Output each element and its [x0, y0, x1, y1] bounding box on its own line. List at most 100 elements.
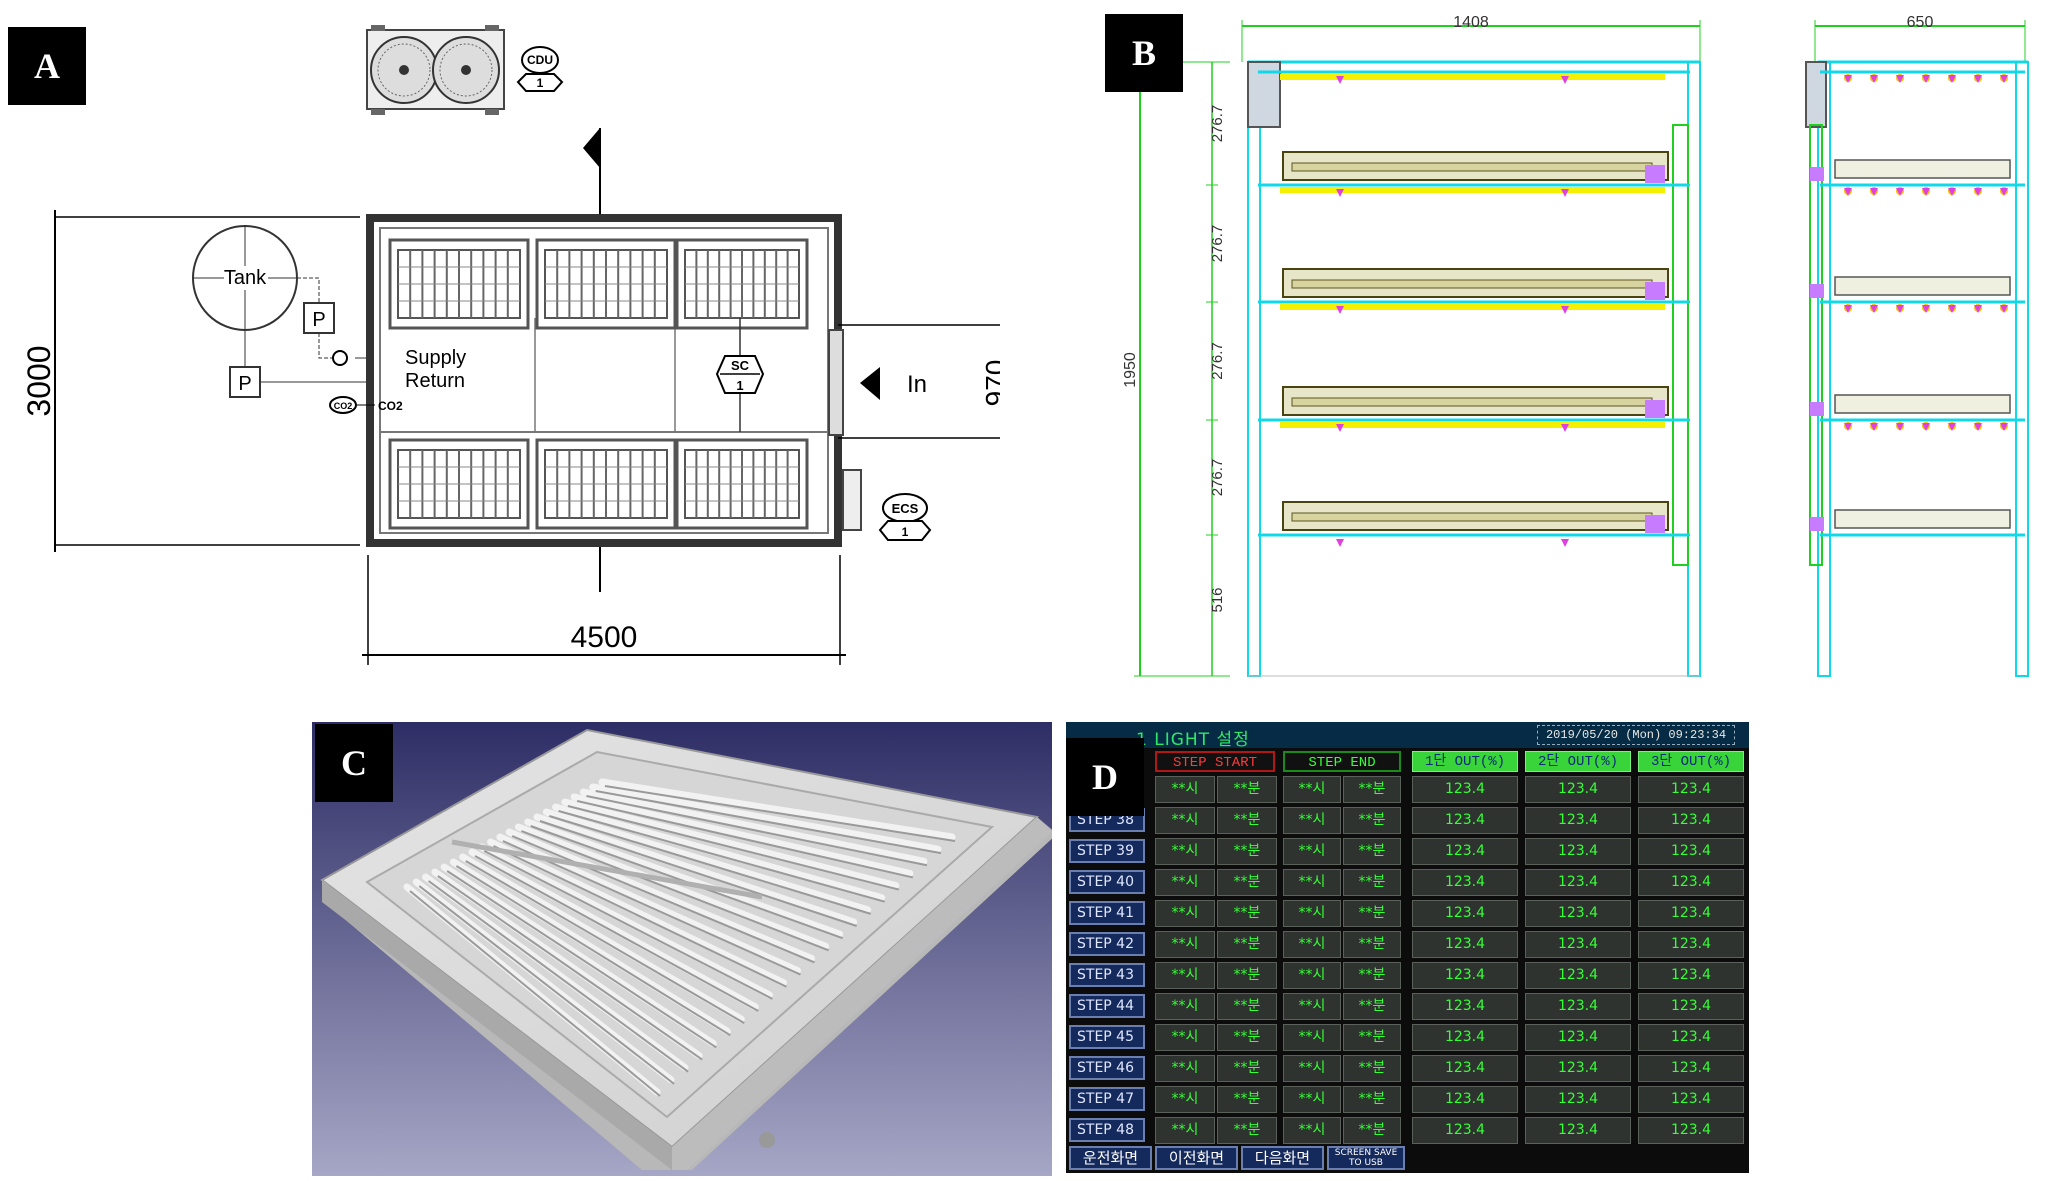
time-input[interactable]: **시: [1155, 1024, 1215, 1051]
screen-save-usb-button[interactable]: SCREEN SAVE TO USB: [1327, 1146, 1405, 1170]
time-input[interactable]: **분: [1217, 931, 1277, 958]
time-input[interactable]: **분: [1343, 776, 1401, 803]
time-input[interactable]: **분: [1217, 962, 1277, 989]
time-input[interactable]: **시: [1283, 900, 1341, 927]
time-input[interactable]: **분: [1217, 838, 1277, 865]
time-input[interactable]: **분: [1343, 962, 1401, 989]
time-input[interactable]: **시: [1283, 1117, 1341, 1144]
output-value-input[interactable]: 123.4: [1638, 869, 1744, 896]
time-input[interactable]: **시: [1283, 993, 1341, 1020]
output-value-input[interactable]: 123.4: [1412, 931, 1518, 958]
time-input[interactable]: **분: [1343, 807, 1401, 834]
output-value-input[interactable]: 123.4: [1525, 807, 1631, 834]
time-input[interactable]: **분: [1343, 1055, 1401, 1082]
output-value-input[interactable]: 123.4: [1525, 931, 1631, 958]
step-button[interactable]: STEP 43: [1069, 963, 1145, 987]
output-value-input[interactable]: 123.4: [1412, 838, 1518, 865]
output-value-input[interactable]: 123.4: [1525, 776, 1631, 803]
step-button[interactable]: STEP 47: [1069, 1087, 1145, 1111]
time-input[interactable]: **분: [1217, 807, 1277, 834]
time-input[interactable]: **분: [1217, 1055, 1277, 1082]
time-input[interactable]: **분: [1343, 1086, 1401, 1113]
output-value-input[interactable]: 123.4: [1525, 1024, 1631, 1051]
output-value-input[interactable]: 123.4: [1525, 993, 1631, 1020]
time-input[interactable]: **분: [1343, 838, 1401, 865]
time-input[interactable]: **시: [1155, 838, 1215, 865]
output-value-input[interactable]: 123.4: [1638, 900, 1744, 927]
time-input[interactable]: **분: [1343, 1117, 1401, 1144]
output-value-input[interactable]: 123.4: [1412, 869, 1518, 896]
time-input[interactable]: **시: [1155, 962, 1215, 989]
output-value-input[interactable]: 123.4: [1412, 993, 1518, 1020]
time-input[interactable]: **시: [1283, 931, 1341, 958]
time-input[interactable]: **분: [1343, 931, 1401, 958]
output-value-input[interactable]: 123.4: [1525, 838, 1631, 865]
time-input[interactable]: **시: [1155, 931, 1215, 958]
step-button[interactable]: STEP 40: [1069, 870, 1145, 894]
output-value-input[interactable]: 123.4: [1412, 1086, 1518, 1113]
time-input[interactable]: **시: [1283, 869, 1341, 896]
output-value-input[interactable]: 123.4: [1412, 807, 1518, 834]
time-input[interactable]: **시: [1283, 962, 1341, 989]
time-input[interactable]: **시: [1155, 1086, 1215, 1113]
output-value-input[interactable]: 123.4: [1412, 776, 1518, 803]
output-value-input[interactable]: 123.4: [1638, 1086, 1744, 1113]
time-input[interactable]: **시: [1155, 993, 1215, 1020]
time-input[interactable]: **시: [1283, 1055, 1341, 1082]
output-value-input[interactable]: 123.4: [1525, 1055, 1631, 1082]
step-button[interactable]: STEP 46: [1069, 1056, 1145, 1080]
time-input[interactable]: **분: [1217, 1024, 1277, 1051]
output-value-input[interactable]: 123.4: [1638, 993, 1744, 1020]
time-input[interactable]: **시: [1155, 1117, 1215, 1144]
time-input[interactable]: **시: [1155, 869, 1215, 896]
time-input[interactable]: **분: [1217, 869, 1277, 896]
output-value-input[interactable]: 123.4: [1412, 900, 1518, 927]
time-input[interactable]: **시: [1283, 1086, 1341, 1113]
run-screen-button[interactable]: 운전화면: [1069, 1146, 1152, 1170]
step-button[interactable]: STEP 48: [1069, 1118, 1145, 1142]
output-value-input[interactable]: 123.4: [1412, 1117, 1518, 1144]
output-value-input[interactable]: 123.4: [1412, 1055, 1518, 1082]
time-input[interactable]: **분: [1343, 1024, 1401, 1051]
output-value-input[interactable]: 123.4: [1525, 869, 1631, 896]
next-screen-button[interactable]: 다음화면: [1241, 1146, 1324, 1170]
time-input[interactable]: **시: [1155, 776, 1215, 803]
time-input[interactable]: **시: [1283, 807, 1341, 834]
output-value-input[interactable]: 123.4: [1638, 1055, 1744, 1082]
output-value-input[interactable]: 123.4: [1525, 900, 1631, 927]
output-value-input[interactable]: 123.4: [1525, 962, 1631, 989]
output-value-input[interactable]: 123.4: [1638, 962, 1744, 989]
time-input[interactable]: **시: [1155, 807, 1215, 834]
time-input[interactable]: **분: [1343, 993, 1401, 1020]
step-button[interactable]: STEP 41: [1069, 901, 1145, 925]
time-input[interactable]: **분: [1343, 900, 1401, 927]
output-value-input[interactable]: 123.4: [1638, 838, 1744, 865]
step-button[interactable]: STEP 42: [1069, 932, 1145, 956]
output-value-input[interactable]: 123.4: [1638, 1024, 1744, 1051]
step-button[interactable]: STEP 45: [1069, 1025, 1145, 1049]
output-value-input[interactable]: 123.4: [1638, 807, 1744, 834]
output-value-input[interactable]: 123.4: [1412, 1024, 1518, 1051]
time-input[interactable]: **분: [1217, 900, 1277, 927]
time-input[interactable]: **분: [1217, 1086, 1277, 1113]
output-value-input[interactable]: 123.4: [1638, 931, 1744, 958]
time-input[interactable]: **시: [1283, 838, 1341, 865]
time-input[interactable]: **분: [1217, 1117, 1277, 1144]
time-input[interactable]: **시: [1155, 900, 1215, 927]
time-input[interactable]: **시: [1155, 1055, 1215, 1082]
time-input[interactable]: **분: [1343, 869, 1401, 896]
time-input[interactable]: **분: [1217, 993, 1277, 1020]
output-value-input[interactable]: 123.4: [1525, 1086, 1631, 1113]
step-button[interactable]: STEP 44: [1069, 994, 1145, 1018]
output-value-input[interactable]: 123.4: [1412, 962, 1518, 989]
output-value-input[interactable]: 123.4: [1638, 776, 1744, 803]
time-input[interactable]: **시: [1283, 1024, 1341, 1051]
time-input[interactable]: **분: [1217, 776, 1277, 803]
step-button[interactable]: STEP 39: [1069, 839, 1145, 863]
prev-screen-button[interactable]: 이전화면: [1155, 1146, 1238, 1170]
time-input[interactable]: **시: [1283, 776, 1341, 803]
output-value-input[interactable]: 123.4: [1638, 1117, 1744, 1144]
output-value-input[interactable]: 123.4: [1525, 1117, 1631, 1144]
